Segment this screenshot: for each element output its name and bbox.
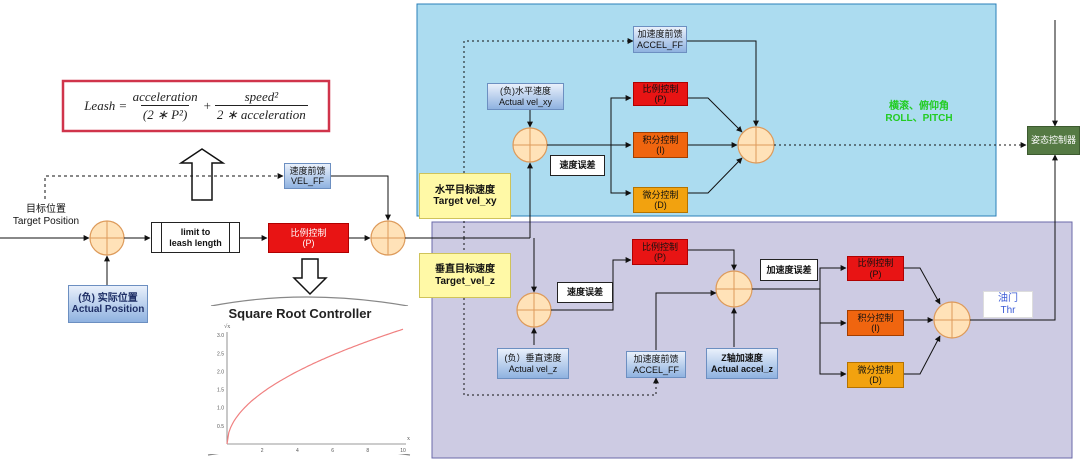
sqrt-plot-title: Square Root Controller — [228, 306, 371, 321]
formula-frac1-numerator: acceleration — [132, 89, 198, 104]
xy-p-control: 比例控制 (P) — [633, 82, 688, 106]
formula-lhs: Leash — [84, 98, 116, 113]
z-i-control: 积分控制 (I) — [847, 310, 904, 336]
actual-vel-z-box: (负）垂直速度 Actual vel_z — [497, 348, 569, 379]
sqrt-y-tick-label: 2.5 — [217, 351, 224, 357]
hollow-up-arrow — [178, 148, 226, 201]
accel-ff-xy-box: 加速度前馈 ACCEL_FF — [633, 26, 687, 53]
speed-error-z-label: 速度误差 — [557, 282, 613, 303]
actual-position-box: (负) 实际位置 Actual Position — [68, 285, 148, 323]
horizontal-loop-panel — [416, 3, 997, 217]
sqrt-y-symbol: √x — [224, 323, 230, 330]
limit-leash-block: limit to leash length — [151, 222, 240, 253]
attitude-controller-box: 姿态控制器 — [1027, 126, 1080, 155]
sqrt-x-tick-label: 10 — [400, 448, 406, 454]
sqrt-x-tick-label: 4 — [296, 448, 299, 454]
sqrt-x-symbol: x — [407, 436, 410, 442]
throttle-output-label: 油门 Thr — [983, 291, 1033, 318]
position-p-control: 比例控制 (P) — [268, 223, 349, 253]
vertical-loop-panel — [431, 221, 1073, 459]
z-d-control: 微分控制 (D) — [847, 362, 904, 388]
sqrt-y-tick-label: 2.0 — [217, 369, 224, 375]
formula-frac2-denominator: 2 ∗ acceleration — [214, 105, 308, 122]
sqrt-curve — [226, 328, 404, 445]
z-vel-p-control: 比例控制 (P) — [632, 239, 688, 265]
sqrt-plot: 3.0 2.5 2.0 1.5 1.0 0.5 2 4 6 8 10 Square Root Con… — [207, 296, 411, 456]
target-vel-xy-box: 水平目标速度 Target vel_xy — [419, 173, 511, 219]
leash-formula-box — [61, 79, 331, 133]
sqrt-y-tick-label: 1.5 — [217, 388, 224, 394]
sqrt-x-tick-label: 8 — [366, 448, 369, 454]
accel-ff-z-box: 加速度前馈 ACCEL_FF — [626, 351, 686, 378]
speed-error-xy-label: 速度误差 — [550, 155, 605, 176]
sqrt-y-tick-label: 1.0 — [217, 406, 224, 412]
sqrt-x-tick-label: 6 — [331, 448, 334, 454]
target-vel-z-box: 垂直目标速度 Target_vel_z — [419, 253, 511, 298]
z-p-control: 比例控制 (P) — [847, 256, 904, 281]
sqrt-x-tick-label: 2 — [261, 448, 264, 454]
sqrt-plot-ticks: 3.0 2.5 2.0 1.5 1.0 0.5 2 4 6 8 10 — [217, 333, 406, 454]
leash-formula: Leash = acceleration (2 ∗ P²) + speed² 2… — [84, 89, 308, 122]
formula-frac2-numerator: speed² — [244, 89, 279, 104]
vel-ff-box: 速度前馈 VEL_FF — [284, 163, 331, 189]
actual-vel-xy-box: (负)水平速度 Actual vel_xy — [487, 83, 564, 110]
hollow-down-arrow — [292, 258, 328, 296]
accel-error-label: 加速度误差 — [760, 259, 818, 281]
actual-accel-z-box: Z轴加速度 Actual accel_z — [706, 348, 778, 379]
sqrt-y-tick-label: 0.5 — [217, 424, 224, 430]
sqrt-y-tick-label: 3.0 — [217, 333, 224, 339]
formula-frac1-denominator: (2 ∗ P²) — [140, 105, 190, 122]
xy-d-control: 微分控制 (D) — [633, 187, 688, 213]
target-position-label: 目标位置 Target Position — [12, 204, 80, 227]
roll-pitch-output-label: 横滚、俯仰角 ROLL、PITCH — [885, 101, 953, 124]
xy-i-control: 积分控制 (I) — [633, 132, 688, 158]
